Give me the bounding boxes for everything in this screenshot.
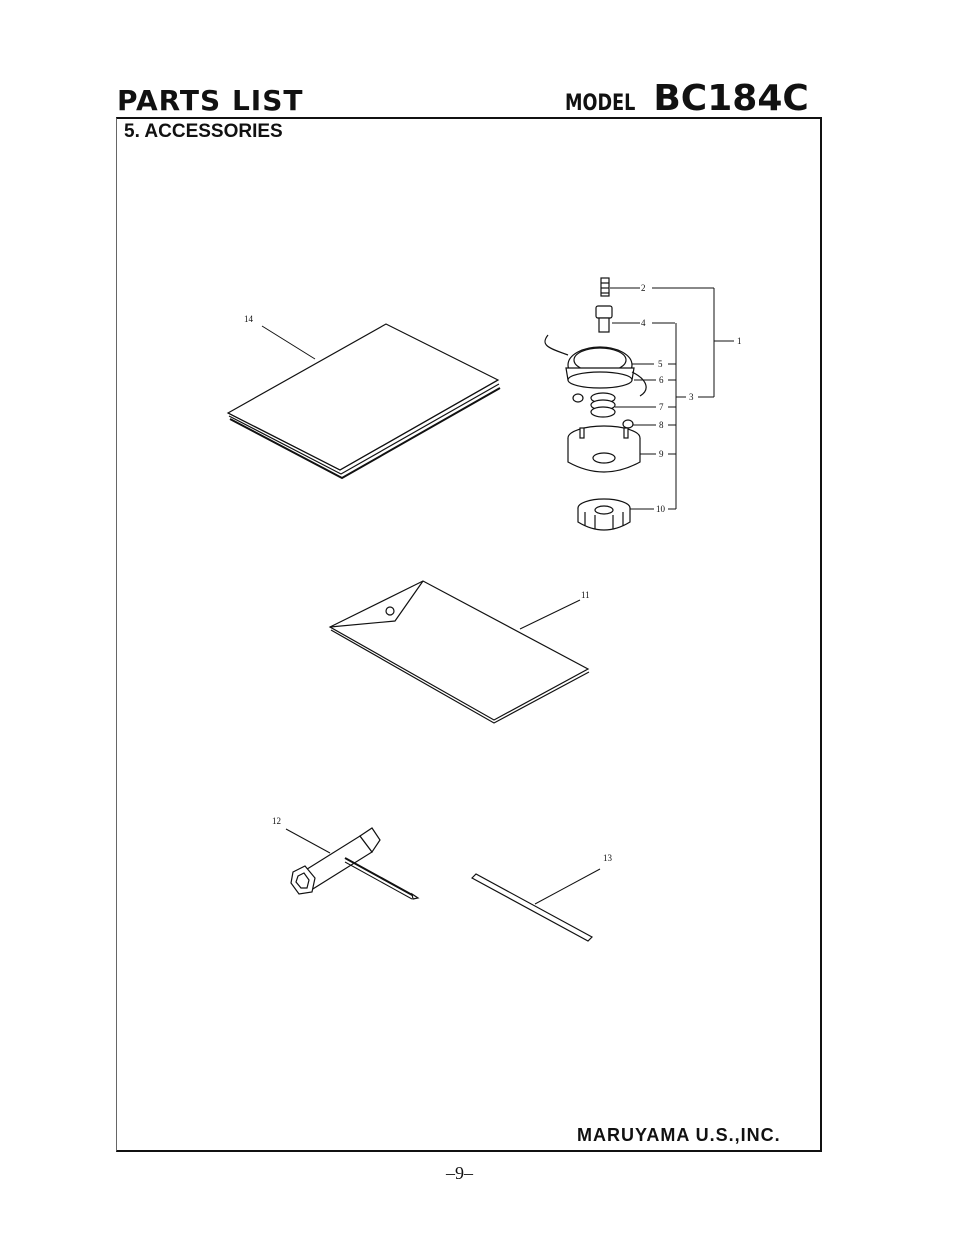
- part-12-t-wrench: [285, 827, 420, 900]
- callout-leader-lines: [610, 287, 734, 510]
- callout-3: 3: [689, 392, 694, 402]
- callout-4: 4: [641, 318, 646, 328]
- callout-9: 9: [659, 449, 664, 459]
- callout-12: 12: [272, 816, 281, 826]
- company-name: MARUYAMA U.S.,INC.: [577, 1125, 781, 1145]
- callout-10: 10: [656, 504, 666, 514]
- callout-2: 2: [641, 283, 646, 293]
- callout-7: 7: [659, 402, 664, 412]
- model-label: MODEL: [565, 91, 636, 116]
- callout-14: 14: [244, 314, 254, 324]
- callout-13: 13: [603, 853, 613, 863]
- part-13-rod: [471, 868, 601, 942]
- callout-11: 11: [581, 590, 590, 600]
- callout-8: 8: [659, 420, 664, 430]
- model-heading: MODEL BC184C: [565, 78, 809, 119]
- section-title: 5. ACCESSORIES: [124, 121, 283, 142]
- callout-6: 6: [659, 375, 664, 385]
- callout-5: 5: [658, 359, 663, 369]
- trimmer-head-assembly: [544, 277, 647, 531]
- model-number: BC184C: [653, 78, 809, 119]
- diagram-frame: [116, 117, 822, 1152]
- part-14-manual: [226, 323, 501, 480]
- part-11-tool-bag: [328, 580, 590, 724]
- page-title: PARTS LIST: [117, 84, 304, 117]
- callout-1: 1: [737, 336, 742, 346]
- page-number: –9–: [446, 1163, 473, 1183]
